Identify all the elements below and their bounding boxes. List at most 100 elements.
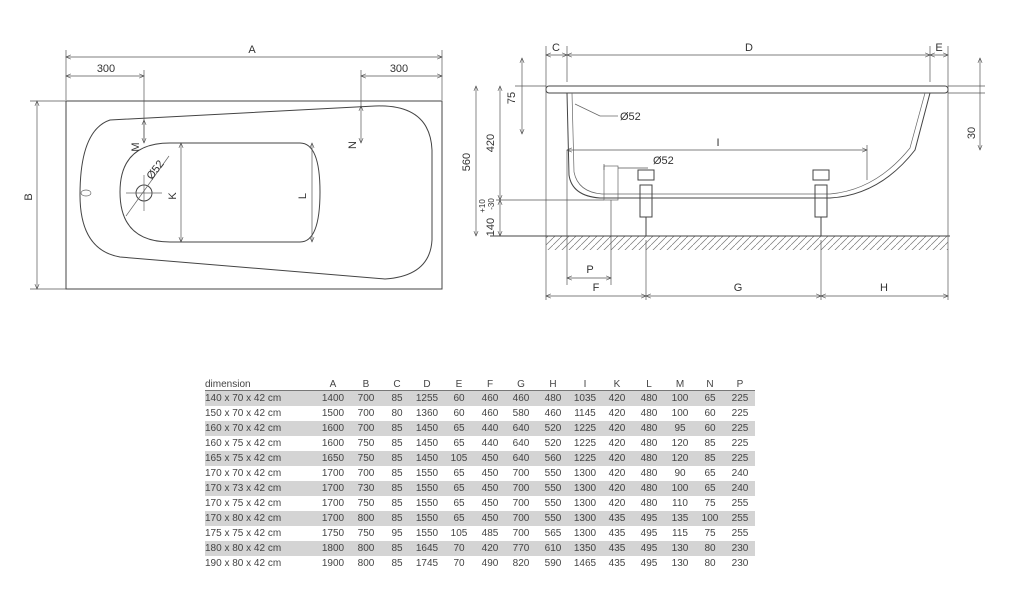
table-cell: 700 xyxy=(349,421,383,436)
table-cell: 495 xyxy=(633,541,665,556)
table-row-dimension: 170 x 80 x 42 cm xyxy=(205,511,317,526)
table-cell: 460 xyxy=(481,408,499,419)
table-cell: 70 xyxy=(453,558,465,569)
table-cell: 85 xyxy=(383,481,411,496)
table-cell: 700 xyxy=(505,511,537,526)
table-cell: 225 xyxy=(725,390,755,406)
table-cell: 1500 xyxy=(321,408,345,419)
table-cell: 225 xyxy=(731,438,749,449)
table-header-cell: I xyxy=(569,371,601,391)
dim-label-300-right: 300 xyxy=(390,63,408,75)
table-cell: 435 xyxy=(608,528,626,539)
table-cell: 80 xyxy=(695,541,725,556)
table-cell: 120 xyxy=(665,451,695,466)
table-cell: 560 xyxy=(537,451,569,466)
table-cell: 85 xyxy=(391,438,403,449)
table-cell: 520 xyxy=(544,438,562,449)
table-cell: 135 xyxy=(665,511,695,526)
table-cell: 800 xyxy=(349,541,383,556)
tub-bottom-contour xyxy=(119,142,321,243)
table-cell: 1550 xyxy=(411,481,443,496)
table-cell: 240 xyxy=(731,468,749,479)
table-cell: 85 xyxy=(383,451,411,466)
dim-label-L: L xyxy=(297,193,309,199)
table-cell: 1225 xyxy=(573,438,597,449)
table-cell: 550 xyxy=(537,511,569,526)
table-header-cell: A xyxy=(317,371,349,391)
table-cell: 750 xyxy=(349,451,383,466)
table-cell: 100 xyxy=(665,481,695,496)
table-cell: 1700 xyxy=(317,481,349,496)
table-cell: 480 xyxy=(633,451,665,466)
table-cell: 750 xyxy=(357,528,375,539)
table-cell: 460 xyxy=(475,390,505,406)
tub-shell xyxy=(566,92,931,199)
table-cell: 770 xyxy=(505,541,537,556)
table-cell: 240 xyxy=(725,481,755,496)
table-cell: 450 xyxy=(481,468,499,479)
table-cell: 60 xyxy=(443,390,475,406)
table-cell: 550 xyxy=(537,481,569,496)
table-cell: 80 xyxy=(391,408,403,419)
table-cell: 640 xyxy=(505,421,537,436)
table-cell: 1300 xyxy=(573,528,597,539)
table-header-cell: B xyxy=(349,371,383,391)
table-cell: 1300 xyxy=(569,481,601,496)
table-cell: 700 xyxy=(512,498,530,509)
table-cell: 700 xyxy=(349,390,383,406)
table-cell: 1700 xyxy=(321,468,345,479)
side-view: C D E F G H P I Ø52 Ø52 75 420 5 xyxy=(461,42,985,300)
table-cell: 60 xyxy=(453,408,465,419)
table-cell: 120 xyxy=(671,438,689,449)
dim-label-N: N xyxy=(347,141,359,149)
table-header-cell: C xyxy=(383,371,411,391)
table-cell: 110 xyxy=(672,498,688,509)
dim-label-G: G xyxy=(734,282,743,294)
table-cell: 1450 xyxy=(411,451,443,466)
table-header-cell: N xyxy=(695,371,725,391)
table-cell: 1300 xyxy=(573,468,597,479)
table-cell: 1550 xyxy=(415,498,439,509)
table-cell: 1400 xyxy=(317,390,349,406)
foot-right xyxy=(812,169,830,237)
table-cell: 60 xyxy=(704,408,716,419)
table-cell: 1650 xyxy=(317,451,349,466)
table-header-cell: G xyxy=(505,371,537,391)
table-cell: 65 xyxy=(695,390,725,406)
technical-drawing: A 300 300 B M N K L Ø52 xyxy=(23,42,985,300)
table-cell: 1550 xyxy=(415,528,439,539)
table-header-cell: H xyxy=(537,371,569,391)
table-cell: 1225 xyxy=(569,421,601,436)
table-cell: 225 xyxy=(725,421,755,436)
table-cell: 550 xyxy=(544,498,562,509)
foot-left xyxy=(637,169,655,237)
table-cell: 1800 xyxy=(317,541,349,556)
table-cell: 225 xyxy=(725,451,755,466)
top-view: A 300 300 B M N K L Ø52 xyxy=(23,44,442,289)
table-cell: 255 xyxy=(725,511,755,526)
table-cell: 75 xyxy=(704,498,716,509)
table-row-dimension: 170 x 73 x 42 cm xyxy=(205,481,317,496)
table-cell: 85 xyxy=(391,468,403,479)
table-cell: 255 xyxy=(731,528,749,539)
table-cell: 700 xyxy=(357,468,375,479)
table-cell: 565 xyxy=(544,528,562,539)
table-cell: 435 xyxy=(608,558,626,569)
table-cell: 460 xyxy=(505,390,537,406)
dim-label-M: M xyxy=(130,142,142,151)
table-cell: 495 xyxy=(633,511,665,526)
table-row-dimension: 140 x 70 x 42 cm xyxy=(205,390,317,406)
table-cell: 1035 xyxy=(569,390,601,406)
table-cell: 85 xyxy=(391,558,403,569)
table-cell: 490 xyxy=(481,558,499,569)
table-cell: 85 xyxy=(704,438,716,449)
table-cell: 85 xyxy=(391,498,403,509)
